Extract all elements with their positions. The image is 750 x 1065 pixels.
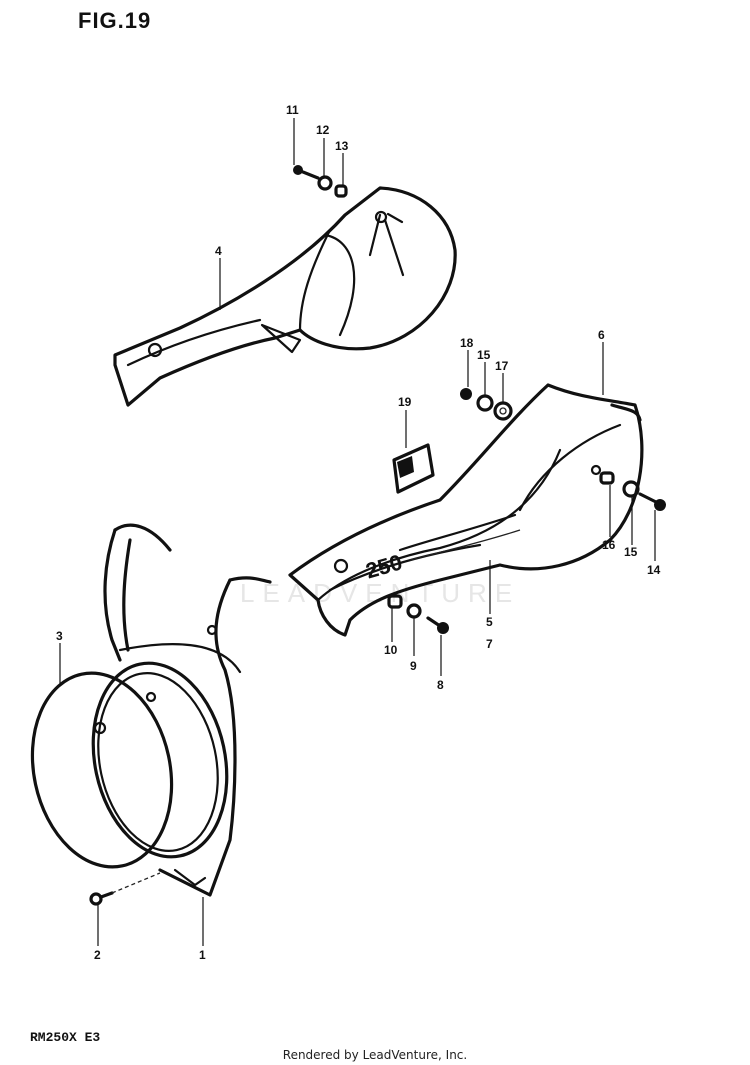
callout-16: 16 — [602, 538, 616, 552]
callouts: 11 12 13 4 18 15 17 6 19 16 15 14 5 7 10… — [56, 103, 661, 962]
part-2-screw — [89, 872, 161, 906]
callout-9: 9 — [410, 659, 417, 673]
part-13-collar — [334, 184, 348, 198]
part-9-washer — [406, 603, 422, 619]
part-4-left-side-cover — [113, 186, 457, 407]
part-12-washer — [317, 175, 333, 191]
part-6-right-side-cover — [288, 383, 644, 637]
callout-5: 5 — [486, 615, 493, 629]
callout-3: 3 — [56, 629, 63, 643]
callout-18: 18 — [460, 336, 474, 350]
callout-17: 17 — [495, 359, 509, 373]
callout-15-top: 15 — [477, 348, 491, 362]
callout-6: 6 — [598, 328, 605, 342]
callout-7: 7 — [486, 637, 493, 651]
decal-250: 250 — [363, 549, 405, 583]
callout-8: 8 — [437, 678, 444, 692]
part-16-collar — [599, 471, 615, 485]
part-8-bolt — [426, 616, 449, 634]
part-18-nut — [460, 388, 472, 400]
callout-19: 19 — [398, 395, 412, 409]
part-17-grommet — [493, 401, 513, 421]
part-14-bolt — [638, 492, 666, 511]
part-15-washer-top — [476, 394, 494, 412]
part-10-collar — [387, 594, 403, 609]
callout-14: 14 — [647, 563, 661, 577]
part-11-bolt — [293, 165, 320, 180]
callout-10: 10 — [384, 643, 398, 657]
part-15-washer-right — [622, 480, 640, 498]
callout-12: 12 — [316, 123, 330, 137]
callout-2: 2 — [94, 948, 101, 962]
leader-lines — [59, 118, 656, 946]
callout-4: 4 — [215, 244, 222, 258]
callout-11: 11 — [286, 103, 299, 117]
callout-15-right: 15 — [624, 545, 638, 559]
part-3-headlight-lens — [30, 671, 174, 869]
part-19-label — [392, 443, 435, 494]
part-1-headlight-housing — [91, 523, 272, 897]
figure-title: FIG.19 — [78, 8, 152, 33]
footer-credit: Rendered by LeadVenture, Inc. — [282, 1048, 468, 1062]
model-code: RM250X E3 — [30, 1030, 101, 1045]
callout-1: 1 — [199, 948, 206, 962]
callout-13: 13 — [335, 139, 349, 153]
